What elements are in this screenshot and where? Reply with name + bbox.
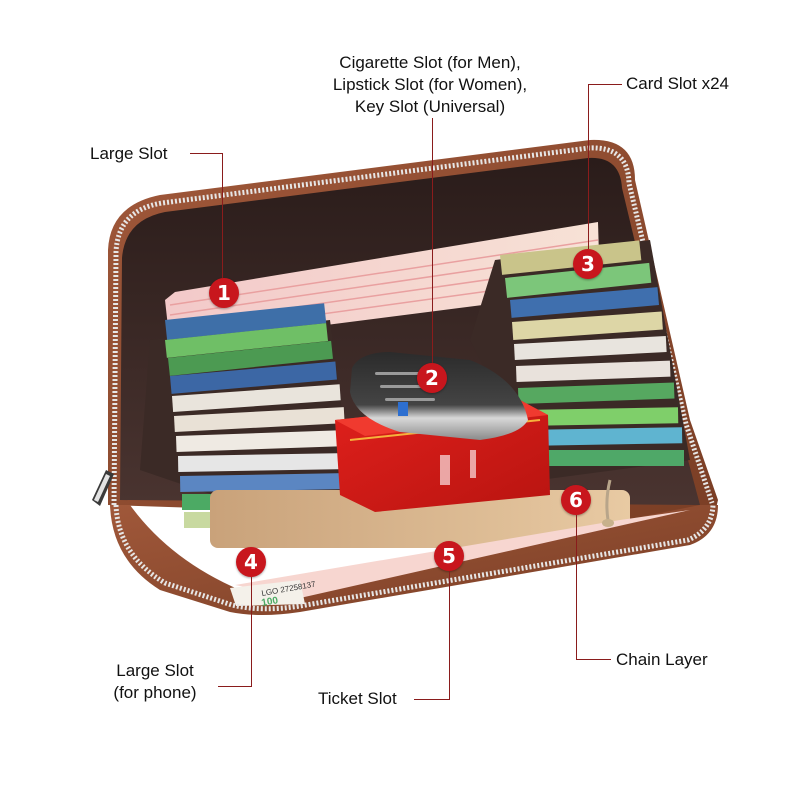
label-phone-slot-line-1: Large Slot — [116, 661, 194, 680]
badge-1: 1 — [209, 278, 239, 308]
chain — [605, 479, 612, 521]
label-multi-slot-line-3: Key Slot (Universal) — [354, 97, 506, 116]
leader-line-4-vertical — [251, 577, 252, 686]
leader-line-6-vertical — [576, 515, 577, 659]
label-multi-slot: Cigarette Slot (for Men), Lipstick Slot … — [310, 52, 550, 118]
leader-line-4 — [218, 686, 252, 687]
right-cards — [500, 240, 684, 466]
leader-line-3 — [588, 84, 622, 85]
leader-line-5-vertical — [449, 571, 450, 699]
label-large-slot: Large Slot — [90, 144, 168, 163]
leader-line-2 — [432, 118, 433, 363]
leader-line-5 — [414, 699, 450, 700]
zipper-bottom — [113, 504, 716, 612]
leader-line-6 — [576, 659, 611, 660]
label-multi-slot-line-2: Lipstick Slot (for Women), — [332, 75, 528, 94]
badge-5: 5 — [434, 541, 464, 571]
badge-2: 2 — [417, 363, 447, 393]
badge-6: 6 — [561, 485, 591, 515]
label-phone-slot-line-2: (for phone) — [113, 683, 197, 702]
label-card-slot: Card Slot x24 — [626, 74, 729, 93]
badge-3: 3 — [573, 249, 603, 279]
phone — [210, 490, 630, 548]
leader-line-3-vertical — [588, 84, 589, 249]
leader-line-1-vertical — [222, 153, 223, 278]
badge-4: 4 — [236, 547, 266, 577]
zipper-top — [111, 145, 715, 506]
car-key — [350, 352, 528, 440]
label-multi-slot-line-1: Cigarette Slot (for Men), — [339, 53, 521, 72]
label-chain-layer: Chain Layer — [616, 650, 708, 669]
leader-line-1 — [190, 153, 223, 154]
label-ticket-slot: Ticket Slot — [318, 689, 397, 708]
label-phone-slot: Large Slot (for phone) — [100, 660, 210, 704]
banknote-value: 100 — [261, 595, 280, 609]
